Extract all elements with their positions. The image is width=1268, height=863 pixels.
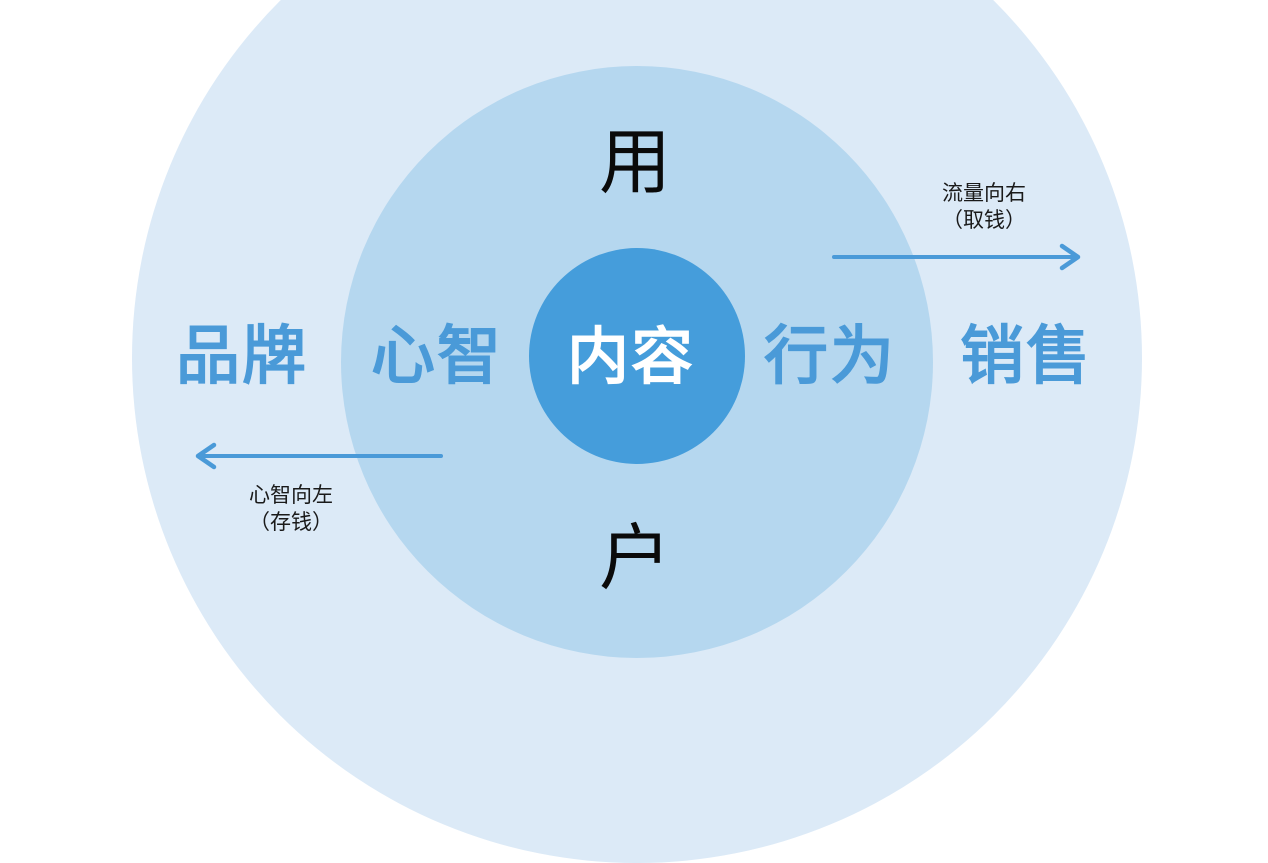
middle-top-label: 用	[599, 120, 672, 204]
middle-left-label: 心智	[371, 320, 503, 394]
outer-right-label: 销售	[960, 320, 1092, 394]
outer-left-label: 品牌	[176, 320, 308, 394]
middle-right-label: 行为	[764, 320, 896, 394]
right-arrow-caption: 流量向右 （取钱）	[924, 180, 1044, 235]
middle-bottom-label: 户	[599, 516, 672, 600]
core-circle	[529, 248, 745, 464]
right-arrow-caption-line1: 流量向右	[942, 181, 1026, 205]
left-arrow-caption: 心智向左 （存钱）	[231, 482, 351, 537]
right-arrow-caption-line2: （取钱）	[942, 208, 1026, 233]
left-arrow-caption-line2: （存钱）	[249, 510, 333, 535]
right-arrow-icon	[832, 243, 1081, 271]
left-arrow-caption-line1: 心智向左	[249, 483, 333, 507]
left-arrow-icon	[195, 442, 443, 470]
core-label: 内容	[567, 320, 696, 393]
